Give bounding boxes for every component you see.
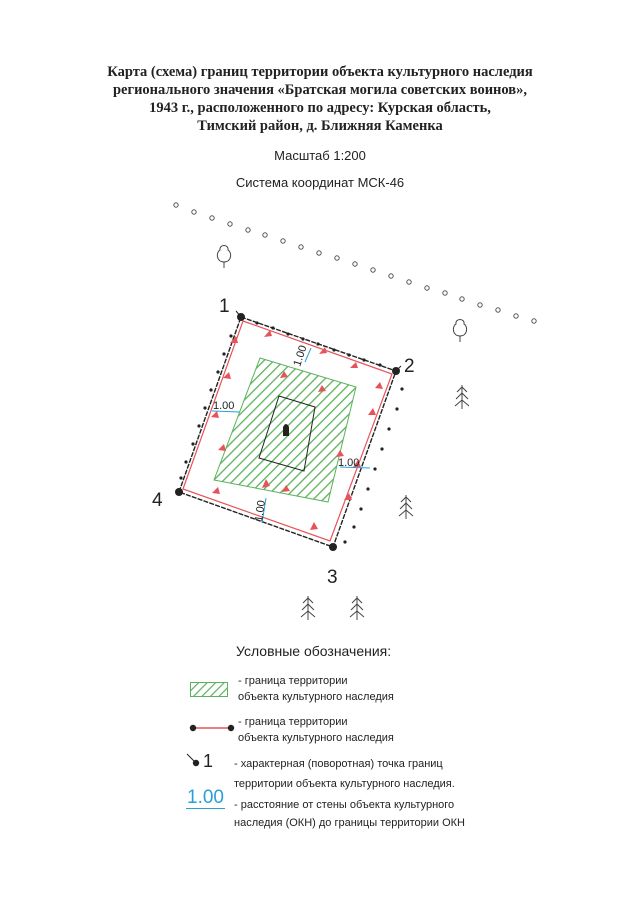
legend-distance-number: 1.00 [186, 787, 225, 809]
legend-hatch-swatch [190, 682, 228, 697]
legend-item-1-line1: - граница территории [238, 675, 348, 687]
legend-item-1: - граница территории объекта культурного… [238, 673, 394, 705]
point-label-2: 2 [404, 356, 415, 377]
legend-item-3-line2: территории объекта культурного наследия. [234, 778, 455, 790]
legend-item-2: - граница территории объекта культурного… [238, 714, 394, 746]
scale-label: Масштаб 1:200 [274, 148, 366, 163]
legend-title: Условные обозначения: [236, 643, 392, 659]
deciduous-tree-icon [452, 319, 468, 342]
conifer-tree-icon [300, 596, 316, 620]
crs-label: Система координат МСК-46 [235, 175, 405, 190]
conifer-tree-icon [398, 495, 414, 519]
legend-item-2-line2: объекта культурного наследия [238, 732, 394, 744]
title-line-3: 1943 г., расположенного по адресу: Курск… [149, 100, 491, 116]
boundary-ticks [179, 321, 404, 544]
legend-item-4-line2: наследия (ОКН) до границы территории ОКН [234, 817, 465, 829]
monument-icon [283, 424, 289, 436]
title-line-2: регионального значения «Братская могила … [112, 82, 527, 98]
legend-item-2-line1: - граница территории [238, 716, 348, 728]
distance-label-left: 1.00 [213, 400, 234, 412]
conifer-tree-icon [349, 596, 365, 620]
legend-boundary-swatch [189, 724, 235, 732]
dotted-line [173, 202, 537, 324]
monument-outline [258, 395, 316, 472]
legend-item-3-line1: - характерная (поворотная) точка границ [234, 758, 443, 770]
map-title: Карта (схема) границ территории объекта … [40, 63, 600, 135]
point-label-4: 4 [152, 490, 163, 511]
point-label-1: 1 [219, 296, 230, 317]
legend-point-swatch [186, 753, 200, 767]
distance-label-bottom: 1.00 [253, 500, 268, 523]
legend-item-4-line1: - расстояние от стены объекта культурног… [234, 799, 455, 811]
site-map: 1 2 3 4 1.00 1.00 1.00 1.00 [152, 202, 537, 620]
legend-item-1-line2: объекта культурного наследия [238, 691, 394, 703]
boundary-red [182, 320, 393, 542]
point-label-3: 3 [327, 567, 338, 588]
deciduous-tree-icon [216, 245, 232, 268]
title-line-1: Карта (схема) границ территории объекта … [107, 64, 533, 80]
conifer-tree-icon [454, 385, 470, 409]
legend-point-number: 1 [203, 751, 214, 771]
title-line-4: Тимский район, д. Ближняя Каменка [197, 118, 443, 134]
distance-label-top: 1.00 [291, 344, 309, 368]
distance-label-right: 1.00 [338, 457, 359, 469]
boundary-arrows [211, 330, 383, 530]
